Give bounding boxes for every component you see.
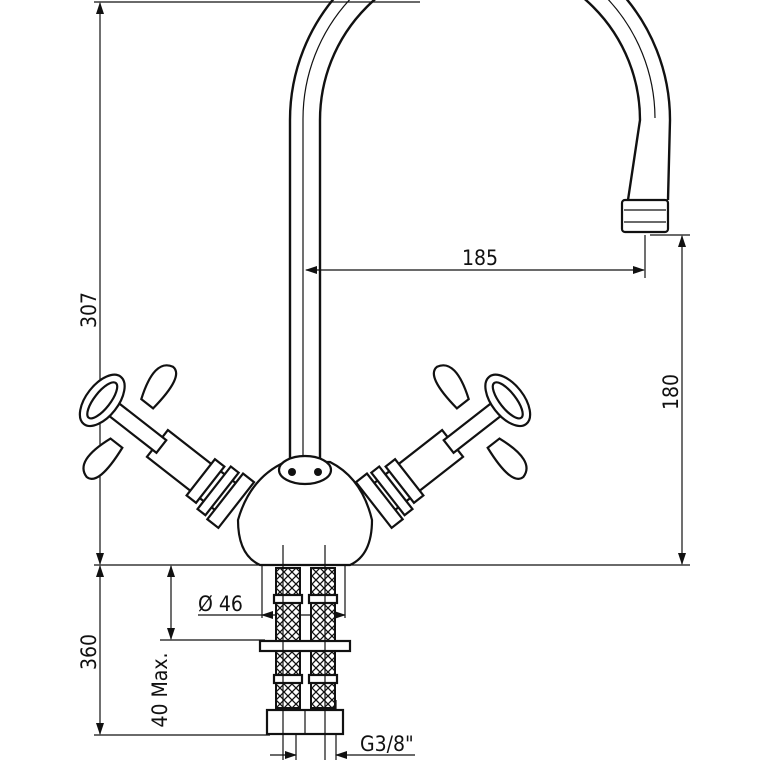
dimension-lines <box>96 2 686 760</box>
dim-base-diameter: Ø 46 <box>198 592 243 616</box>
dim-total-height: 307 <box>77 292 101 328</box>
spout <box>288 0 672 470</box>
dim-thread: G3/8" <box>360 732 414 756</box>
dim-hose-length: 360 <box>77 634 101 670</box>
aerator <box>620 198 670 234</box>
supply-hoses <box>258 545 352 760</box>
fixing-nut <box>258 639 352 653</box>
dim-spout-reach: 185 <box>462 246 498 270</box>
extension-lines <box>94 1 690 736</box>
tap-body <box>236 454 374 567</box>
dim-max-deck: 40 Max. <box>148 652 172 727</box>
left-handle <box>78 364 256 530</box>
right-handle <box>354 364 532 530</box>
dim-spout-height: 180 <box>659 374 683 410</box>
